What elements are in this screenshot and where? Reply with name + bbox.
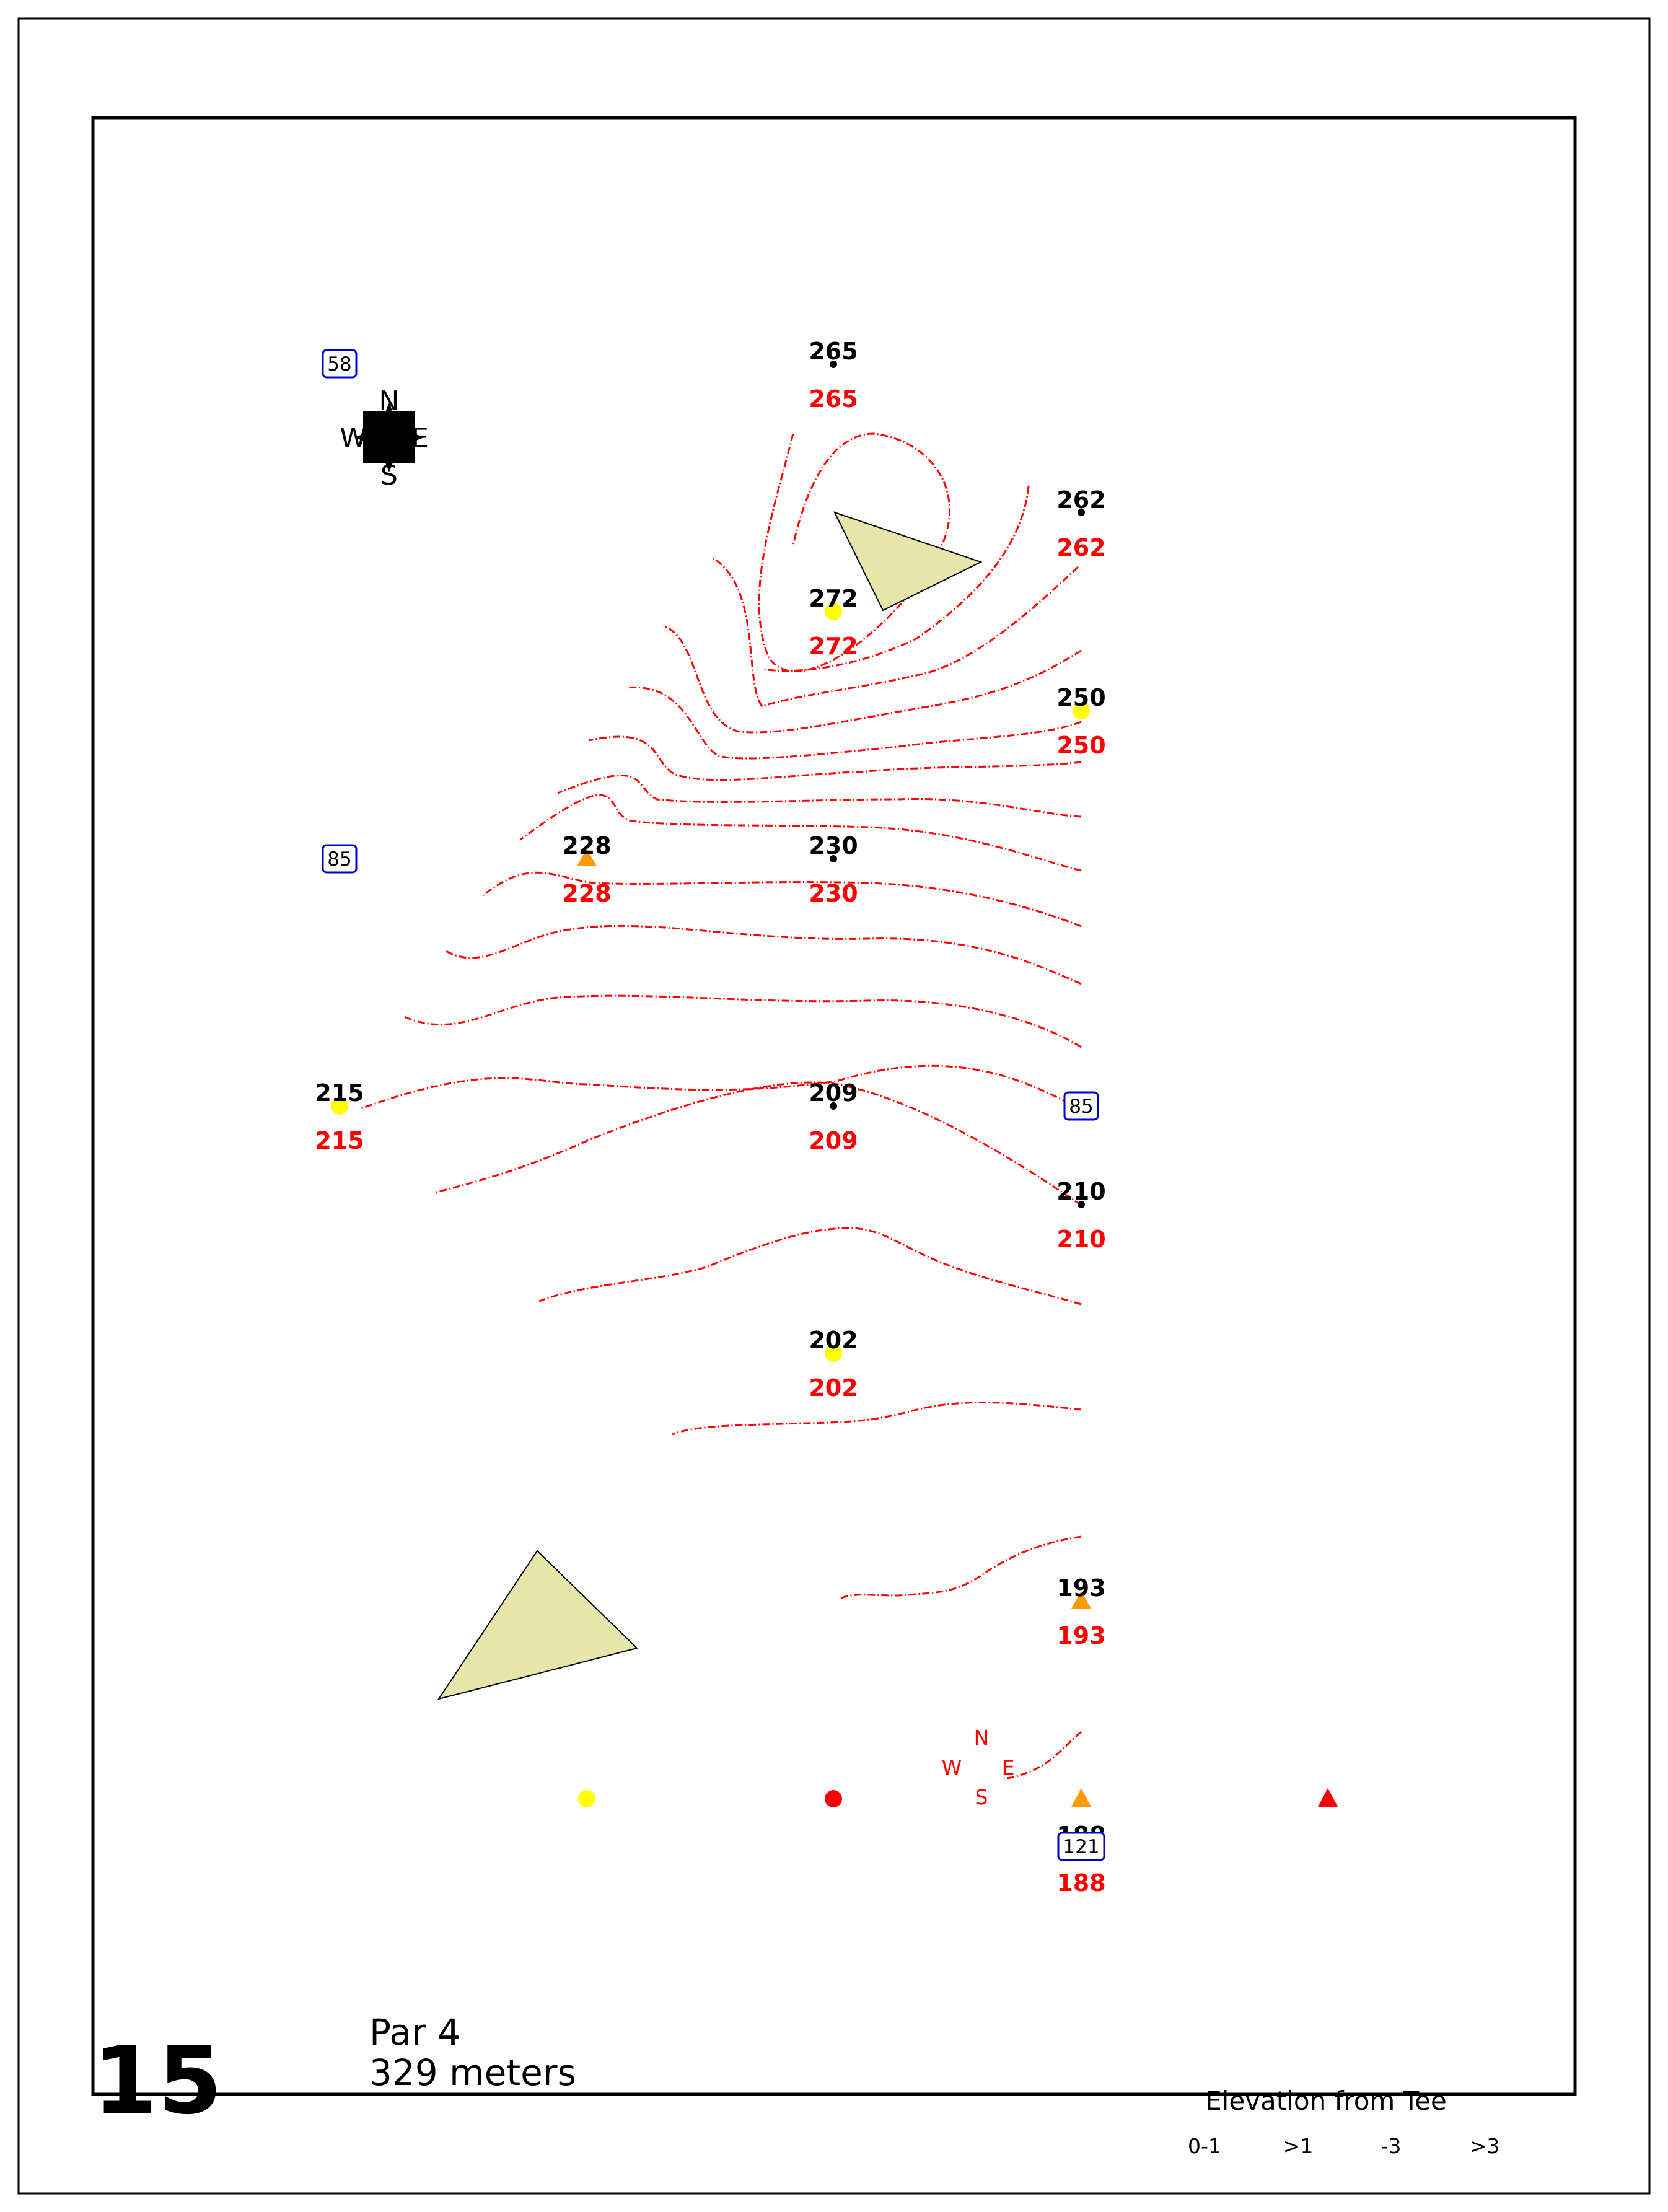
elevation-label-black: 250 — [1056, 684, 1105, 711]
elevation-label-black: 262 — [1056, 486, 1105, 514]
elevation-label-red: 250 — [1056, 732, 1105, 759]
elevation-label-red: 228 — [562, 880, 611, 907]
contour-line — [662, 625, 1082, 734]
elevation-label-black: 265 — [809, 338, 858, 365]
contour-line — [672, 1401, 1082, 1436]
distance-boxes: 58 85 85 121 — [322, 349, 1105, 1861]
contour-line — [625, 686, 1082, 760]
compass-north-label: N — [379, 385, 400, 417]
hole-number: 15 — [93, 2027, 222, 2135]
legend-red-circle-marker — [825, 1790, 842, 1807]
contour-lines — [359, 432, 1082, 1780]
legend-markers — [578, 1788, 1338, 1807]
elevation-label-black: 215 — [315, 1079, 364, 1107]
elevation-marker-orange-triangle — [1071, 1591, 1091, 1609]
contour-line — [758, 432, 951, 672]
elevation-marker-dot — [1078, 509, 1085, 516]
contour-line — [520, 794, 1082, 872]
elevation-label-red: 202 — [809, 1374, 858, 1402]
contour-line — [762, 486, 1030, 672]
elevation-marker-orange-triangle — [577, 849, 597, 866]
compass-small-west-label: W — [942, 1755, 962, 1780]
elevation-label-red: 265 — [809, 385, 858, 413]
compass-small-south-label: S — [975, 1785, 988, 1809]
legend-item-label: -3 — [1381, 2134, 1402, 2158]
elevation-marker-yellow — [825, 603, 842, 620]
contour-line — [538, 1227, 1082, 1306]
distance-box — [1057, 1832, 1105, 1861]
distance-box — [1063, 1091, 1099, 1121]
compass-center — [363, 411, 415, 463]
compass-west-label: W — [340, 423, 367, 454]
legend-title: Elevation from Tee — [1205, 2086, 1447, 2116]
legend-item-label: 0-1 — [1188, 2134, 1221, 2158]
distance-box — [322, 349, 358, 379]
elevation-label-black: 202 — [809, 1327, 858, 1354]
distance-box — [322, 844, 358, 874]
bunker-bottom — [437, 1550, 638, 1700]
distance-box-label: 121 — [1063, 1836, 1099, 1858]
compass-small: N W E S — [942, 1726, 1015, 1809]
elevation-label-black: 210 — [1056, 1178, 1105, 1205]
distance-label: 329 meters — [369, 2052, 576, 2094]
elevation-label-black: 193 — [1056, 1574, 1105, 1602]
legend-item-label: >3 — [1470, 2134, 1500, 2158]
contour-line — [1003, 1731, 1082, 1780]
page-border — [17, 17, 1651, 2195]
elevation-marker-dot — [1078, 1201, 1085, 1208]
contour-line — [483, 871, 1082, 928]
par-label: Par 4 — [369, 2011, 460, 2053]
elevation-marker-yellow — [331, 1097, 348, 1115]
contour-line — [588, 735, 1082, 781]
elevation-label-red: 209 — [809, 1127, 858, 1154]
contour-line — [446, 924, 1082, 985]
compass-small-north-label: N — [974, 1726, 990, 1750]
elevation-marker-dot — [830, 1102, 837, 1110]
distance-box-label: 85 — [1069, 1095, 1093, 1118]
elevation-label-red: 272 — [809, 633, 858, 660]
contour-line — [712, 556, 1079, 708]
contour-line — [433, 1081, 1082, 1206]
contour-line — [359, 1064, 1082, 1110]
map-frame — [91, 116, 1577, 2096]
elevation-label-red: 230 — [809, 880, 858, 907]
contour-line — [839, 1535, 1082, 1600]
elevation-label-red: 215 — [315, 1127, 364, 1154]
compass-east-label: E — [411, 423, 429, 454]
legend-item-label: >1 — [1283, 2134, 1314, 2158]
legend-orange-triangle-marker — [1071, 1788, 1091, 1807]
compass-small-east-label: E — [1002, 1755, 1015, 1780]
contour-line — [402, 994, 1082, 1048]
elevation-label-red: 210 — [1056, 1226, 1105, 1253]
compass-rose: N S E W — [340, 385, 429, 491]
elevation-label-black: 209 — [809, 1079, 858, 1107]
compass-south-label: S — [380, 460, 398, 491]
contour-line — [557, 774, 1082, 818]
elevation-label-black: 230 — [809, 832, 858, 859]
elevation-label-red: 188 — [1056, 1869, 1105, 1897]
elevation-marker-yellow — [1073, 702, 1090, 719]
elevation-label-black: 272 — [809, 585, 858, 612]
bunker-top — [833, 511, 983, 612]
elevation-label-black: 228 — [562, 832, 611, 859]
elevation-marker-dot — [830, 361, 837, 368]
elevation-label-red: 193 — [1056, 1622, 1105, 1649]
elevation-marker-dot — [830, 855, 837, 862]
distance-box-label: 58 — [327, 353, 351, 375]
elevation-label-red: 262 — [1056, 534, 1105, 561]
legend-red-triangle-marker — [1318, 1788, 1338, 1807]
legend-yellow-circle-marker — [578, 1790, 595, 1807]
elevation-marker-yellow — [825, 1345, 842, 1362]
elevation-points: 265 265 262 262 272 272 250 250 228 228 … — [315, 338, 1105, 1897]
distance-box-label: 85 — [327, 848, 351, 871]
